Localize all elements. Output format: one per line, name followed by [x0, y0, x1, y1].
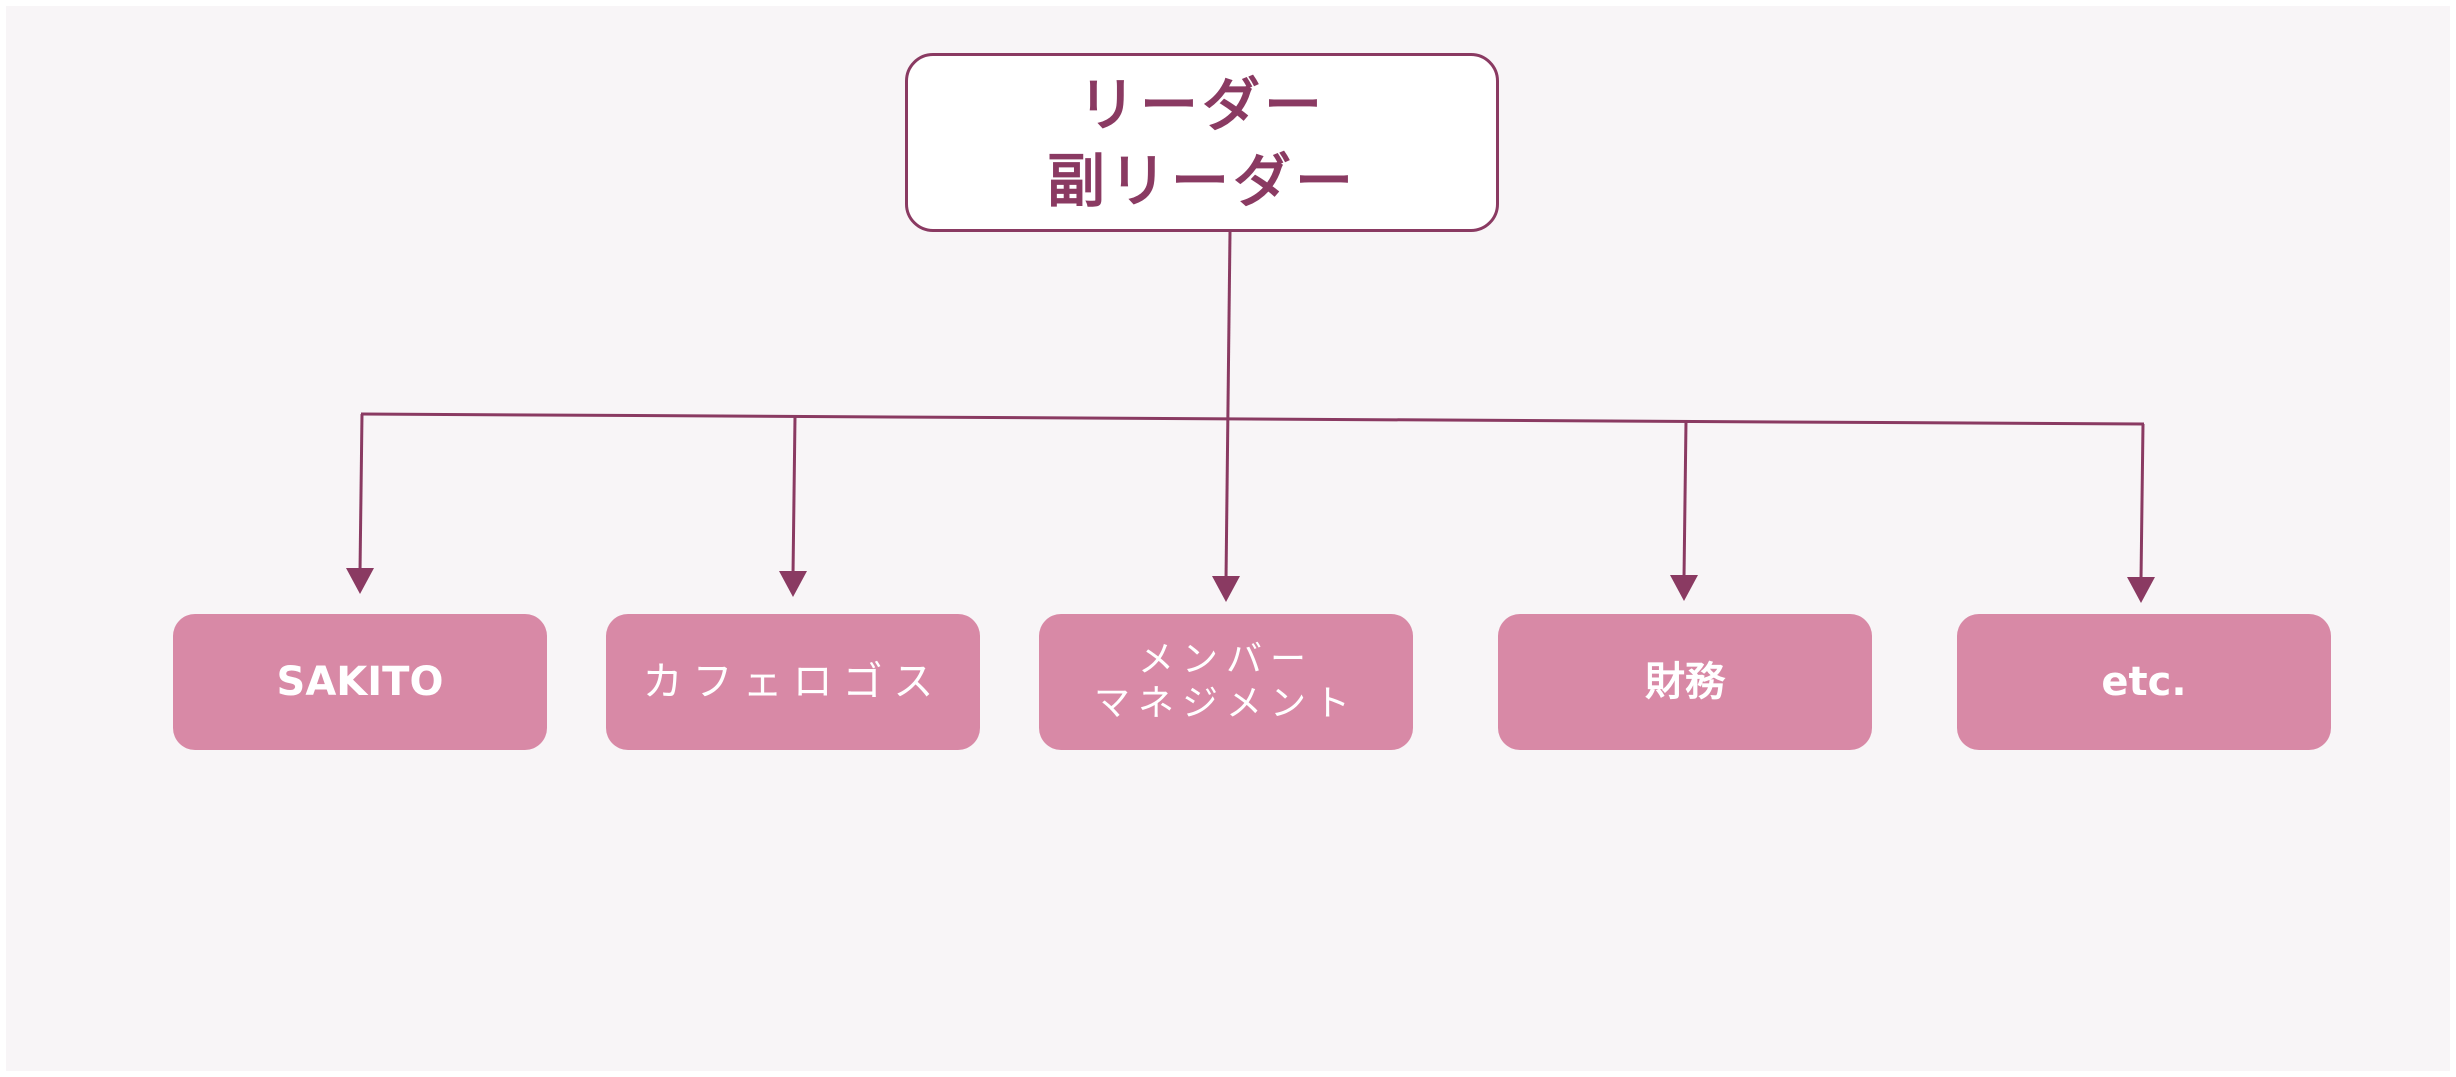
child-node-member-management[interactable]: メンバー マネジメント	[1039, 614, 1413, 750]
connector-trunk	[1224, 231, 1232, 581]
child-node-label: 財務	[1645, 659, 1725, 705]
connector-bus	[360, 412, 2145, 426]
arrowhead-4	[1670, 575, 1698, 601]
child-node-label-line-1: メンバー	[1137, 639, 1314, 680]
child-node-label-line-2: マネジメント	[1093, 683, 1358, 724]
connector-branch-5	[2139, 423, 2145, 581]
connector-branch-4	[1682, 420, 1688, 579]
child-node-label: etc.	[2101, 659, 2187, 705]
child-node-sakito[interactable]: SAKITO	[173, 614, 547, 750]
child-node-label: SAKITO	[276, 659, 444, 705]
child-node-etc[interactable]: etc.	[1957, 614, 2331, 750]
arrowhead-1	[346, 568, 374, 594]
connector-branch-2	[791, 416, 797, 576]
root-node[interactable]: リーダー 副リーダー	[905, 53, 1499, 232]
child-node-cafe-logos[interactable]: カフェロゴス	[606, 614, 980, 750]
arrowhead-2	[779, 571, 807, 597]
root-node-line-1: リーダー	[1077, 70, 1326, 139]
arrowhead-5	[2127, 577, 2155, 603]
connector-branch-1	[358, 413, 364, 573]
root-node-line-2: 副リーダー	[1046, 146, 1357, 215]
child-node-finance[interactable]: 財務	[1498, 614, 1872, 750]
arrowhead-3	[1212, 576, 1240, 602]
child-node-label: カフェロゴス	[642, 659, 944, 705]
